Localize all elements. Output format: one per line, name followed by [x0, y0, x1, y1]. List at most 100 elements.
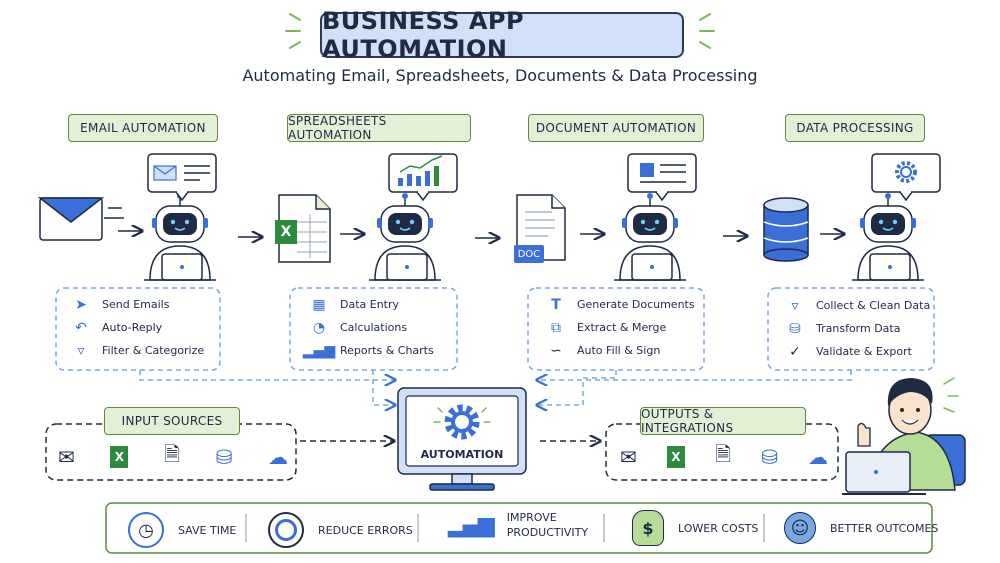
list-item: ▦ Data Entry	[308, 293, 434, 316]
signature-icon: ∽	[550, 342, 562, 359]
feature-text: Reports & Charts	[340, 344, 434, 357]
robot-icon	[143, 192, 217, 281]
document-icon: 🗎	[163, 442, 181, 466]
filter-icon: ▿	[791, 297, 799, 314]
list-item: ◔ Calculations	[308, 316, 434, 339]
feature-text: Send Emails	[102, 298, 170, 311]
list-item: ⧉ Extract & Merge	[545, 316, 695, 339]
list-item: ✓ Validate & Export	[784, 340, 930, 363]
cloud-icon: ☁	[268, 445, 288, 469]
input-sources-icons: ✉ X 🗎 ⛁ ☁	[58, 440, 288, 474]
spreadsheet-feature-list: ▦ Data Entry ◔ Calculations ▂▄▆ Reports & C…	[302, 293, 434, 362]
feature-text: Transform Data	[816, 322, 901, 335]
list-item: ∽ Auto Fill & Sign	[545, 339, 695, 362]
list-item: ⛁ Transform Data	[784, 317, 930, 340]
feature-text: Auto-Reply	[102, 321, 163, 334]
benefit-text: SAVE TIME	[178, 523, 237, 537]
reply-icon: ↶	[75, 319, 87, 336]
person-with-laptop-icon	[842, 377, 966, 495]
automation-label: AUTOMATION	[420, 448, 504, 461]
data-feature-list: ▿ Collect & Clean Data ⛁ Transform Data ✓ V…	[784, 294, 930, 363]
database-icon: ⛁	[215, 445, 233, 469]
feature-text: Calculations	[340, 321, 408, 334]
feature-text: Data Entry	[340, 298, 400, 311]
page-subtitle: Automating Email, Spreadsheets, Document…	[242, 66, 758, 85]
band-dividers	[245, 514, 765, 542]
spreadsheet-file-icon	[275, 194, 331, 263]
feature-text: Filter & Categorize	[102, 344, 205, 357]
list-item: T Generate Documents	[545, 293, 695, 316]
excel-letter: X	[280, 224, 292, 240]
outputs-icons: ✉ X 🗎 ⛁ ☁	[620, 440, 828, 474]
list-item: ➤ Send Emails	[70, 293, 204, 316]
list-item: ↶ Auto-Reply	[70, 316, 204, 339]
chart-bubble-icon	[388, 153, 458, 201]
benefit-lower-costs: $ LOWER COSTS	[632, 510, 758, 546]
section-label-spreadsheets: SPREADSHEETS AUTOMATION	[287, 114, 471, 142]
database-icon: ⛁	[789, 320, 801, 337]
page-title: BUSINESS APP AUTOMATION	[320, 7, 684, 63]
feature-text: Collect & Clean Data	[816, 299, 931, 312]
filter-icon: ▿	[77, 342, 85, 359]
section-label-email: EMAIL AUTOMATION	[68, 114, 218, 142]
list-item: ▿ Collect & Clean Data	[784, 294, 930, 317]
feature-text: Auto Fill & Sign	[577, 344, 661, 357]
benefit-save-time: ◷ SAVE TIME	[128, 512, 236, 548]
automation-monitor-icon	[397, 387, 527, 491]
mail-icon: ✉	[58, 445, 75, 469]
target-icon	[268, 512, 304, 548]
robot-icon	[613, 192, 687, 281]
growth-chart-icon: ▂▄▆	[448, 512, 495, 538]
calculator-icon: ▦	[312, 296, 326, 313]
benefit-better-outcomes: ☺ BETTER OUTCOMES	[784, 512, 938, 544]
outputs-label: OUTPUTS & INTEGRATIONS	[640, 407, 806, 435]
excel-icon: X	[110, 446, 129, 468]
input-sources-label: INPUT SOURCES	[104, 407, 240, 435]
cloud-icon: ☁	[808, 445, 828, 469]
robot-icon	[851, 192, 925, 281]
benefit-text: LOWER COSTS	[678, 521, 759, 535]
gear-bubble-icon	[871, 153, 941, 201]
motion-lines	[104, 207, 124, 219]
document-feature-list: T Generate Documents ⧉ Extract & Merge ∽ Au…	[545, 293, 695, 362]
send-icon: ➤	[75, 296, 87, 313]
clock-icon: ◷	[128, 512, 164, 548]
email-feature-list: ➤ Send Emails ↶ Auto-Reply ▿ Filter & Categ…	[70, 293, 204, 362]
check-circle-icon: ✓	[789, 343, 801, 360]
benefit-reduce-errors: REDUCE ERRORS	[268, 512, 413, 548]
automation-connectors	[139, 370, 852, 405]
mail-icon: ✉	[620, 445, 637, 469]
document-file-icon	[514, 194, 566, 263]
text-icon: T	[551, 296, 561, 313]
robot-icon	[368, 192, 442, 281]
benefit-improve-productivity: ▂▄▆ IMPROVE PRODUCTIVITY	[448, 510, 588, 540]
database-icon	[763, 197, 809, 262]
feature-text: Validate & Export	[816, 345, 912, 358]
money-bag-icon: $	[632, 510, 664, 546]
document-bubble-icon	[627, 153, 697, 201]
feature-text: Extract & Merge	[577, 321, 667, 334]
benefit-text: REDUCE ERRORS	[318, 523, 413, 537]
spark-icon	[285, 13, 715, 49]
benefits-band	[105, 502, 933, 554]
envelope-icon	[37, 197, 105, 241]
benefit-text: BETTER OUTCOMES	[830, 521, 939, 535]
email-bubble-icon	[147, 153, 217, 201]
smiley-icon: ☺	[784, 512, 816, 544]
benefit-text-group: IMPROVE PRODUCTIVITY	[507, 510, 588, 540]
merge-icon: ⧉	[551, 319, 561, 336]
pie-chart-icon: ◔	[312, 319, 326, 336]
database-icon: ⛁	[761, 445, 778, 469]
benefit-text: PRODUCTIVITY	[506, 526, 589, 539]
doc-badge: DOC	[517, 248, 541, 260]
section-label-data: DATA PROCESSING	[785, 114, 925, 142]
bar-chart-icon: ▂▄▆	[302, 342, 336, 359]
feature-text: Generate Documents	[577, 298, 695, 311]
benefit-text: IMPROVE	[506, 511, 557, 524]
excel-icon: X	[666, 446, 685, 468]
list-item: ▂▄▆ Reports & Charts	[302, 339, 434, 362]
section-label-document: DOCUMENT AUTOMATION	[528, 114, 704, 142]
list-item: ▿ Filter & Categorize	[70, 339, 204, 362]
